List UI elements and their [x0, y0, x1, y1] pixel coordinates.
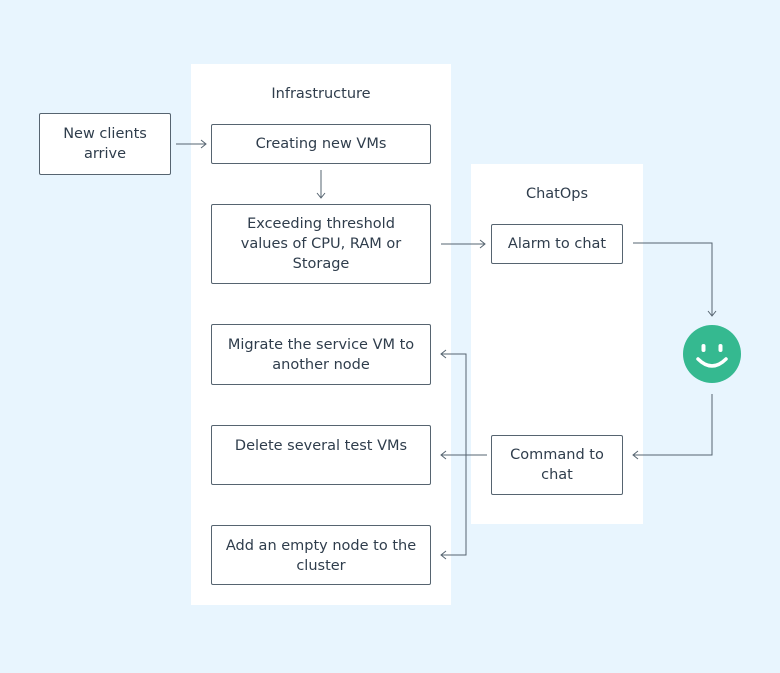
delete-test-vms-label: Delete several test VMs: [234, 438, 408, 454]
arrow-alarm-to-smiley: [633, 242, 717, 317]
alarm-to-chat-box: Alarm to chat: [491, 224, 623, 264]
add-node-label: Add an empty node to the cluster: [225, 538, 417, 574]
smiley-right-eye: [718, 344, 723, 352]
command-to-chat-box: Command to chat: [491, 435, 623, 495]
arrow-clients-to-create: [176, 139, 207, 149]
create-vms-label: Creating new VMs: [255, 136, 387, 152]
arrow-create-to-threshold: [316, 170, 326, 199]
infrastructure-title: Infrastructure: [271, 86, 371, 102]
add-node-box: Add an empty node to the cluster: [211, 525, 431, 585]
smiley-left-eye: [701, 344, 706, 352]
smiley-face-icon: [683, 325, 741, 383]
new-clients-label: New clients arrive: [63, 126, 147, 162]
smiley-mouth: [696, 357, 728, 368]
threshold-label: Exceeding threshold values of CPU, RAM o…: [240, 216, 402, 272]
command-to-chat-label: Command to chat: [510, 447, 604, 483]
delete-test-vms-box: Delete several test VMs: [211, 425, 431, 485]
smiley-face-circle: [683, 325, 741, 383]
arrow-threshold-to-alarm: [441, 239, 486, 249]
migrate-vm-box: Migrate the service VM to another node: [211, 324, 431, 385]
alarm-to-chat-label: Alarm to chat: [507, 236, 607, 252]
migrate-vm-label: Migrate the service VM to another node: [227, 337, 415, 373]
arrow-bracket-migrate-add: [440, 349, 467, 560]
new-clients-box: New clients arrive: [39, 113, 171, 175]
threshold-box: Exceeding threshold values of CPU, RAM o…: [211, 204, 431, 284]
arrow-command-to-delete: [440, 450, 487, 460]
chatops-title: ChatOps: [525, 186, 589, 202]
arrow-smiley-to-command: [632, 394, 713, 460]
create-vms-box: Creating new VMs: [211, 124, 431, 164]
